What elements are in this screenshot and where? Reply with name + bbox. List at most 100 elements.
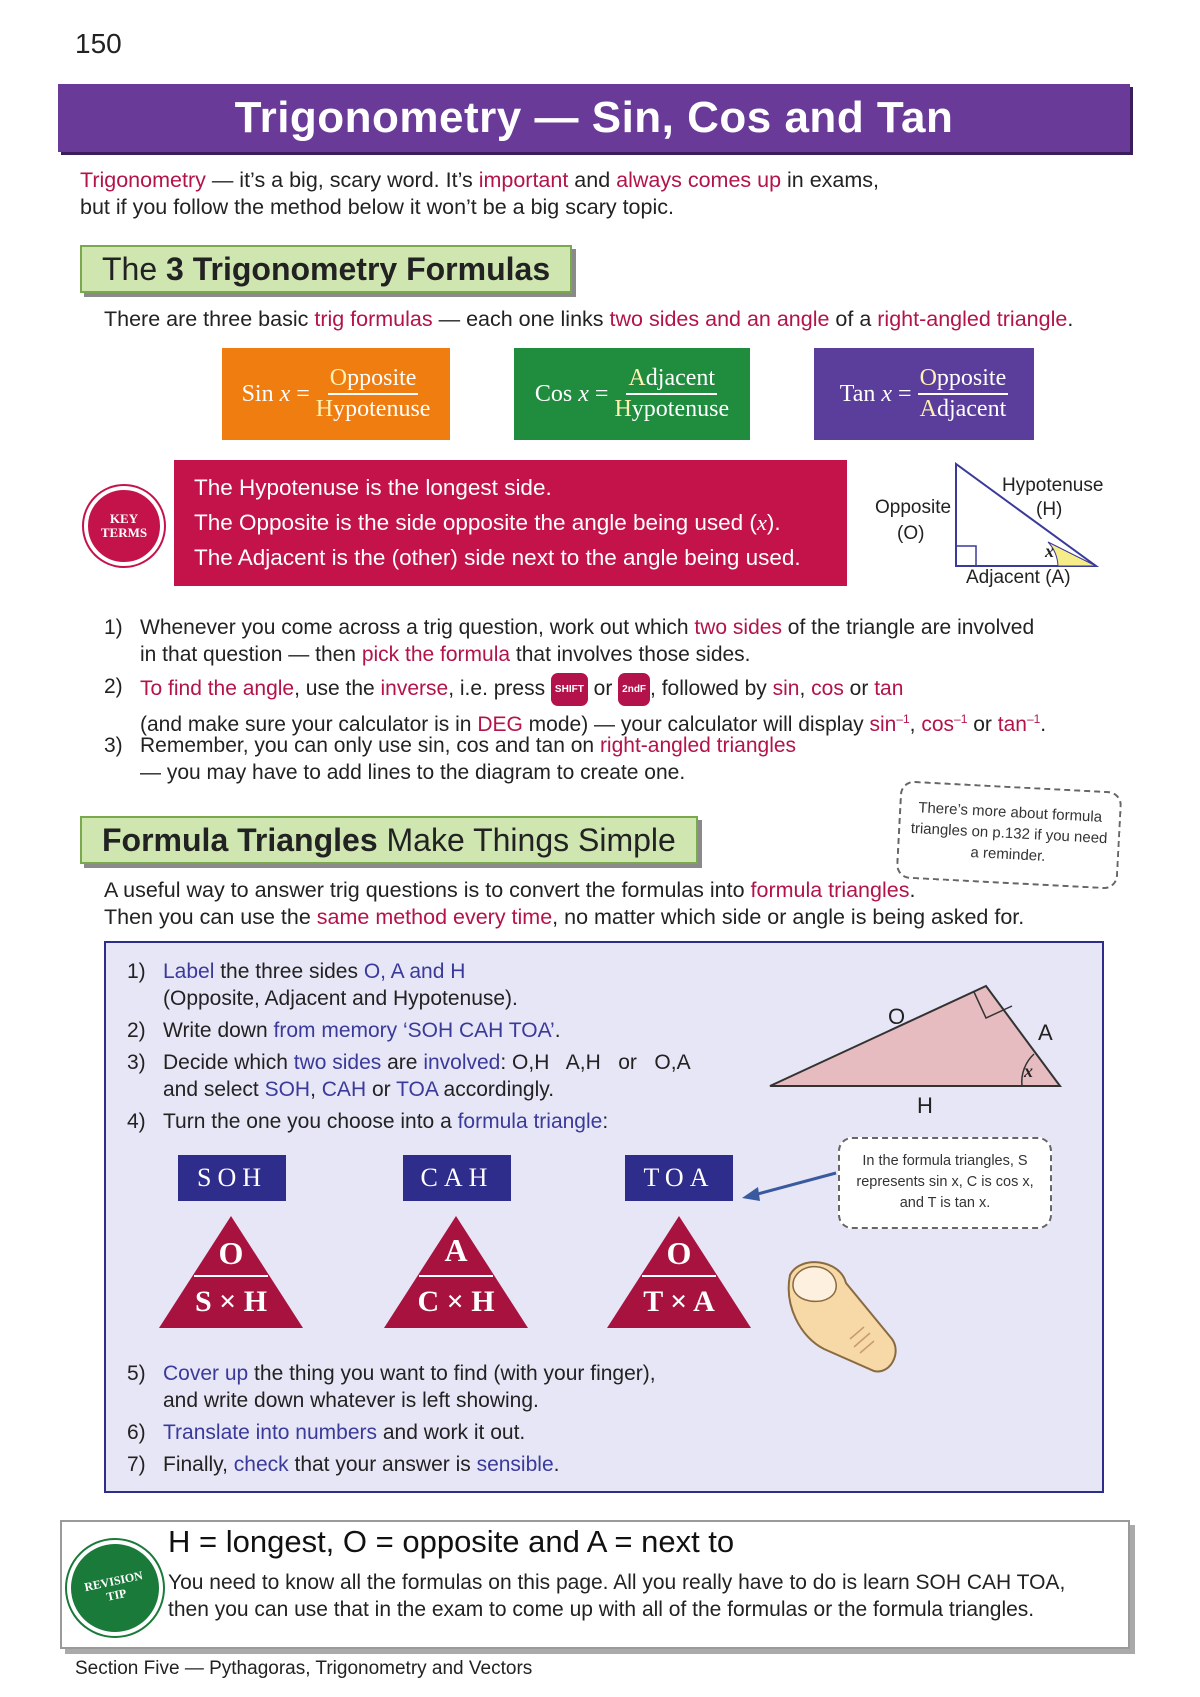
step-text: , use the: [294, 677, 381, 700]
step-text: Finally,: [163, 1453, 234, 1476]
step-text: ,: [909, 713, 922, 736]
step-text: mode) — your calculator will display: [522, 713, 870, 736]
step-highlight: from memory ‘SOH CAH TOA’: [273, 1019, 555, 1042]
step-highlight: cos: [921, 713, 955, 736]
step-highlight: DEG: [477, 713, 523, 736]
desc-highlight: right-angled triangle: [877, 307, 1068, 331]
step-text: accordingly.: [437, 1078, 555, 1101]
method-step-7: Finally, check that your answer is sensi…: [163, 1451, 559, 1478]
numerator-initial: A: [628, 365, 646, 391]
cah-label: CAH: [403, 1155, 511, 1201]
method-steps-list: 1) Label the three sides O, A and H (Opp…: [127, 958, 747, 1478]
desc-text: Then you can use the: [104, 905, 317, 929]
desc-text: .: [909, 878, 916, 902]
step-text: (Opposite, Adjacent and Hypotenuse).: [163, 987, 518, 1010]
section-heading-prefix: The: [102, 251, 167, 287]
step-text: that involves those sides.: [510, 643, 751, 666]
formula-fraction: Adjacent Hypotenuse: [614, 365, 729, 423]
toa-triangle: [607, 1216, 751, 1328]
numerator-initial: O: [919, 365, 937, 391]
key-term-adjacent: The Adjacent is the (other) side next to…: [194, 545, 801, 570]
key-term-hypotenuse: The Hypotenuse is the longest side.: [194, 475, 552, 500]
toa-label: TOA: [625, 1155, 733, 1201]
step-highlight: Translate into numbers: [163, 1421, 377, 1444]
formula-triangles-description: A useful way to answer trig questions is…: [104, 877, 1144, 931]
step-2: To find the angle, use the inverse, i.e.…: [140, 673, 1046, 738]
revision-heading: H = longest, O = opposite and A = next t…: [168, 1524, 735, 1559]
step-number: 1): [127, 960, 146, 983]
step-text: .: [554, 1019, 561, 1042]
step-text: Remember, you can only use sin, cos and …: [140, 734, 600, 757]
method-step-3: Decide which two sides are involved: O,H…: [163, 1049, 691, 1103]
badge-line-1: KEY: [109, 511, 139, 526]
denominator-rest: ypotenuse: [333, 396, 431, 422]
desc-text: .: [1067, 307, 1074, 331]
section-heading-formulas: The 3 Trigonometry Formulas: [80, 245, 573, 293]
section-heading-rest: Make Things Simple: [377, 822, 676, 858]
step-text: and write down whatever is left showing.: [163, 1389, 539, 1412]
section-heading-bold: 3 Trigonometry Formulas: [166, 251, 551, 287]
step-highlight: two sides: [293, 1051, 382, 1074]
step-text: or: [587, 677, 619, 700]
desc-highlight: formula triangles: [750, 878, 910, 902]
section-footer: Section Five — Pythagoras, Trigonometry …: [75, 1658, 533, 1679]
formula-triangles-graphic: [159, 1216, 751, 1328]
denominator-initial: A: [919, 396, 937, 422]
step-highlight: To find the angle: [140, 677, 295, 700]
revision-tip-box: [60, 1520, 1130, 1649]
method-step-2: Write down from memory ‘SOH CAH TOA’.: [163, 1017, 561, 1044]
intro-text: in exams,: [781, 168, 880, 192]
denominator-rest: djacent: [936, 396, 1007, 422]
intro-highlight: important: [478, 168, 569, 192]
step-highlight: SOH: [264, 1078, 311, 1101]
step-highlight: O, A and H: [363, 960, 466, 983]
revision-line-2: then you can use that in the exam to com…: [168, 1598, 1035, 1621]
step-number: 5): [127, 1362, 146, 1385]
step-text: or: [967, 713, 998, 736]
step-number: 7): [127, 1453, 146, 1476]
angle-shading: [1047, 541, 1097, 567]
step-highlight: sin: [869, 713, 897, 736]
key-term-text: ).: [766, 510, 781, 535]
intro-text: — it’s a big, scary word. It’s: [205, 168, 479, 192]
denominator-rest: ypotenuse: [631, 396, 730, 422]
formula-lhs: Sin: [241, 380, 274, 407]
step-text: Turn the one you choose into a: [163, 1110, 458, 1133]
step-text: and select: [163, 1078, 265, 1101]
step-text: in that question — then: [140, 643, 362, 666]
desc-highlight: two sides and an angle: [609, 307, 830, 331]
step-number: 3): [127, 1051, 146, 1074]
desc-highlight: same method every time: [316, 905, 553, 929]
cah-triangle: [384, 1216, 528, 1328]
page-title: Trigonometry — Sin, Cos and Tan: [234, 93, 954, 142]
finger-icon: [787, 1261, 897, 1373]
badge-line-2: TERMS: [100, 525, 148, 540]
step-number: 6): [127, 1421, 146, 1444]
step-text: , i.e. press: [448, 677, 551, 700]
method-step-1: Label the three sides O, A and H (Opposi…: [163, 958, 518, 1012]
intro-line-2: but if you follow the method below it wo…: [80, 195, 674, 219]
toa-top: O: [666, 1235, 692, 1271]
step-number: 1): [104, 616, 123, 639]
step-text: — you may have to add lines to the diagr…: [140, 761, 686, 784]
right-triangle-diagram: [955, 462, 1100, 567]
labelled-triangle: [769, 984, 1062, 1087]
step-text: :: [602, 1110, 609, 1133]
superscript: –1: [954, 712, 968, 726]
step-text: are: [381, 1051, 424, 1074]
step-highlight: Label: [163, 960, 215, 983]
cah-top: A: [444, 1232, 468, 1268]
soh-bottom: S × H: [194, 1285, 268, 1318]
step-highlight: inverse: [380, 677, 449, 700]
step-highlight: formula triangle: [457, 1110, 603, 1133]
opposite-short: (O): [897, 523, 925, 544]
step-text: .: [553, 1453, 560, 1476]
step-text: the three sides: [214, 960, 364, 983]
2ndf-key-icon: 2ndF: [618, 673, 651, 706]
method-step-4: Turn the one you choose into a formula t…: [163, 1108, 608, 1135]
triangle-label-o: O: [888, 1004, 906, 1029]
soh-top: O: [218, 1235, 244, 1271]
opposite-label: Opposite: [875, 497, 952, 518]
